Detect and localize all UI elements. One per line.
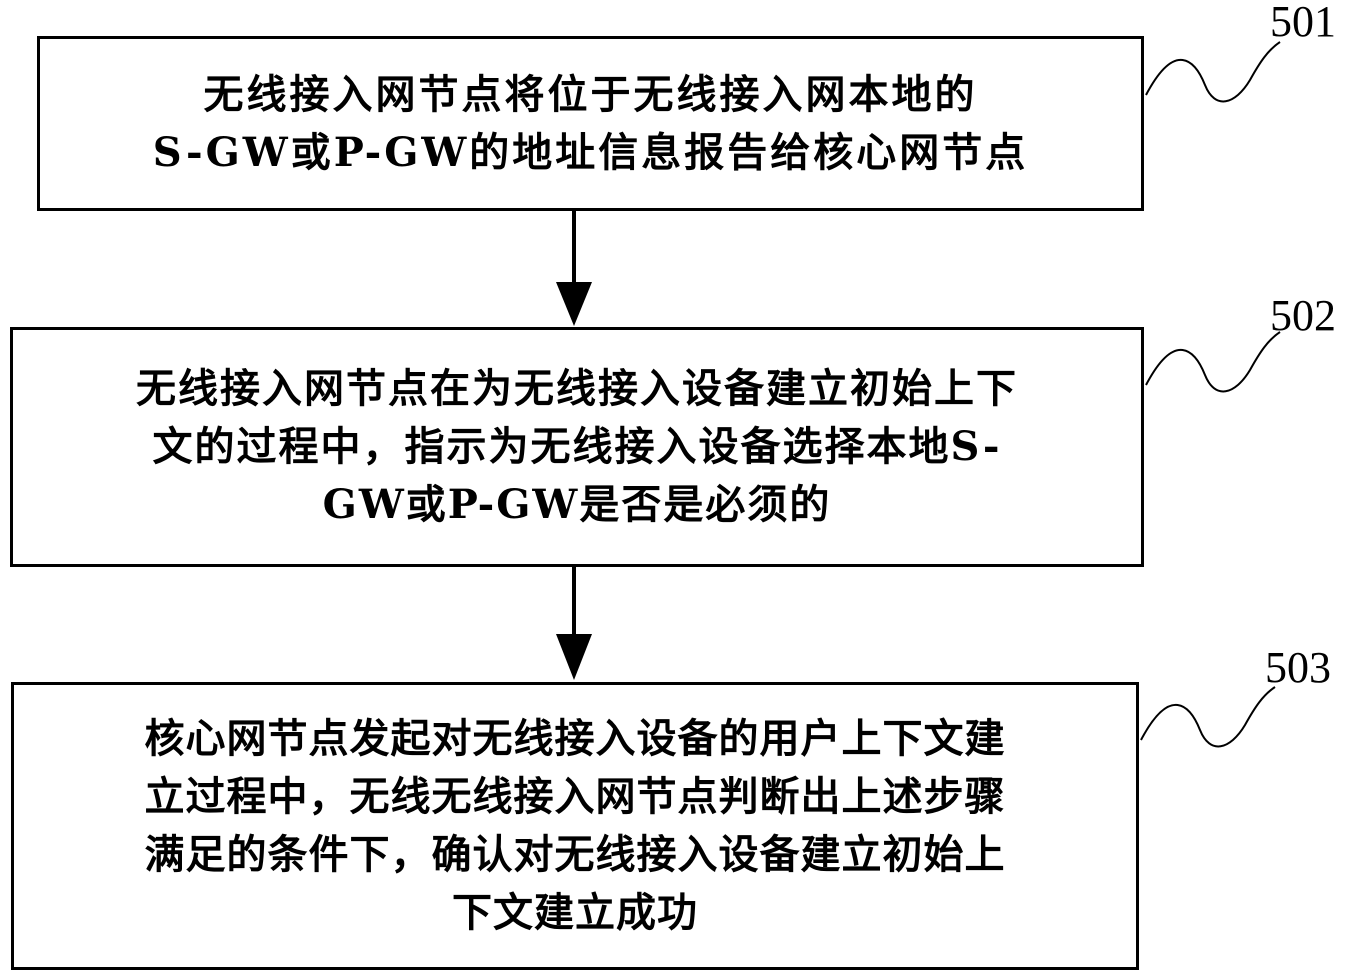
step-503-line: 核心网节点发起对无线接入设备的用户上下文建 — [144, 715, 1006, 762]
step-502-line: 无线接入网节点在为无线接入设备建立初始上下 — [136, 365, 1018, 412]
leader-squiggle-501 — [1145, 41, 1281, 103]
leader-squiggle-502 — [1145, 331, 1281, 393]
step-box-502: 无线接入网节点在为无线接入设备建立初始上下 文的过程中，指示为无线接入设备选择本… — [10, 327, 1144, 567]
arrow-502-to-503 — [556, 567, 592, 680]
step-text-501: 无线接入网节点将位于无线接入网本地的 S-GW或P-GW的地址信息报告给核心网节… — [153, 66, 1029, 182]
step-box-503: 核心网节点发起对无线接入设备的用户上下文建 立过程中，无线无线接入网节点判断出上… — [11, 682, 1139, 970]
arrow-501-to-502 — [556, 211, 592, 326]
step-503-line: 立过程中，无线无线接入网节点判断出上述步骤 — [144, 773, 1006, 820]
step-501-line: S-GW或P-GW的地址信息报告给核心网节点 — [152, 128, 1029, 176]
step-503-line: 满足的条件下，确认对无线接入设备建立初始上 — [144, 831, 1006, 878]
step-number-502: 502 — [1270, 291, 1336, 340]
step-502-line: 文的过程中，指示为无线接入设备选择本地S- — [152, 423, 1002, 470]
step-502-line: GW或P-GW是否是必须的 — [322, 481, 832, 528]
step-503-line: 下文建立成功 — [452, 889, 698, 936]
step-number-503: 503 — [1265, 643, 1331, 692]
step-text-502: 无线接入网节点在为无线接入设备建立初始上下 文的过程中，指示为无线接入设备选择本… — [136, 360, 1018, 534]
step-number-501: 501 — [1270, 0, 1336, 46]
step-501-line: 无线接入网节点将位于无线接入网本地的 — [203, 70, 978, 118]
leader-squiggle-503 — [1140, 686, 1276, 748]
step-box-501: 无线接入网节点将位于无线接入网本地的 S-GW或P-GW的地址信息报告给核心网节… — [37, 36, 1144, 211]
step-text-503: 核心网节点发起对无线接入设备的用户上下文建 立过程中，无线无线接入网节点判断出上… — [145, 710, 1006, 942]
